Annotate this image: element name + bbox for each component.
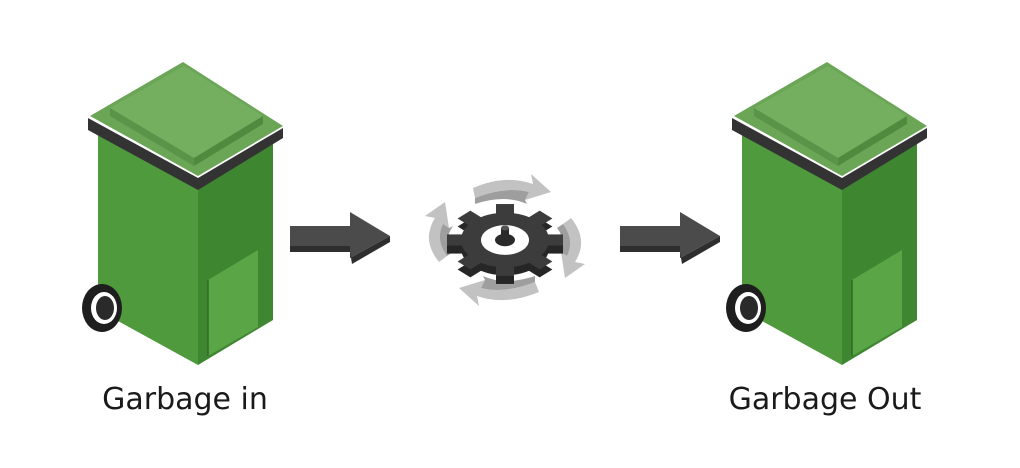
output-garbage-bin-icon: [725, 61, 928, 366]
arrow-out-icon: [620, 212, 720, 264]
garbage-in-label: Garbage in: [102, 382, 268, 417]
garbage-out-label: Garbage Out: [728, 382, 922, 417]
process-gear-group: [425, 174, 585, 306]
input-garbage-bin-icon: [81, 61, 284, 366]
arrow-in-icon: [290, 212, 390, 264]
gear-icon: [447, 204, 563, 284]
